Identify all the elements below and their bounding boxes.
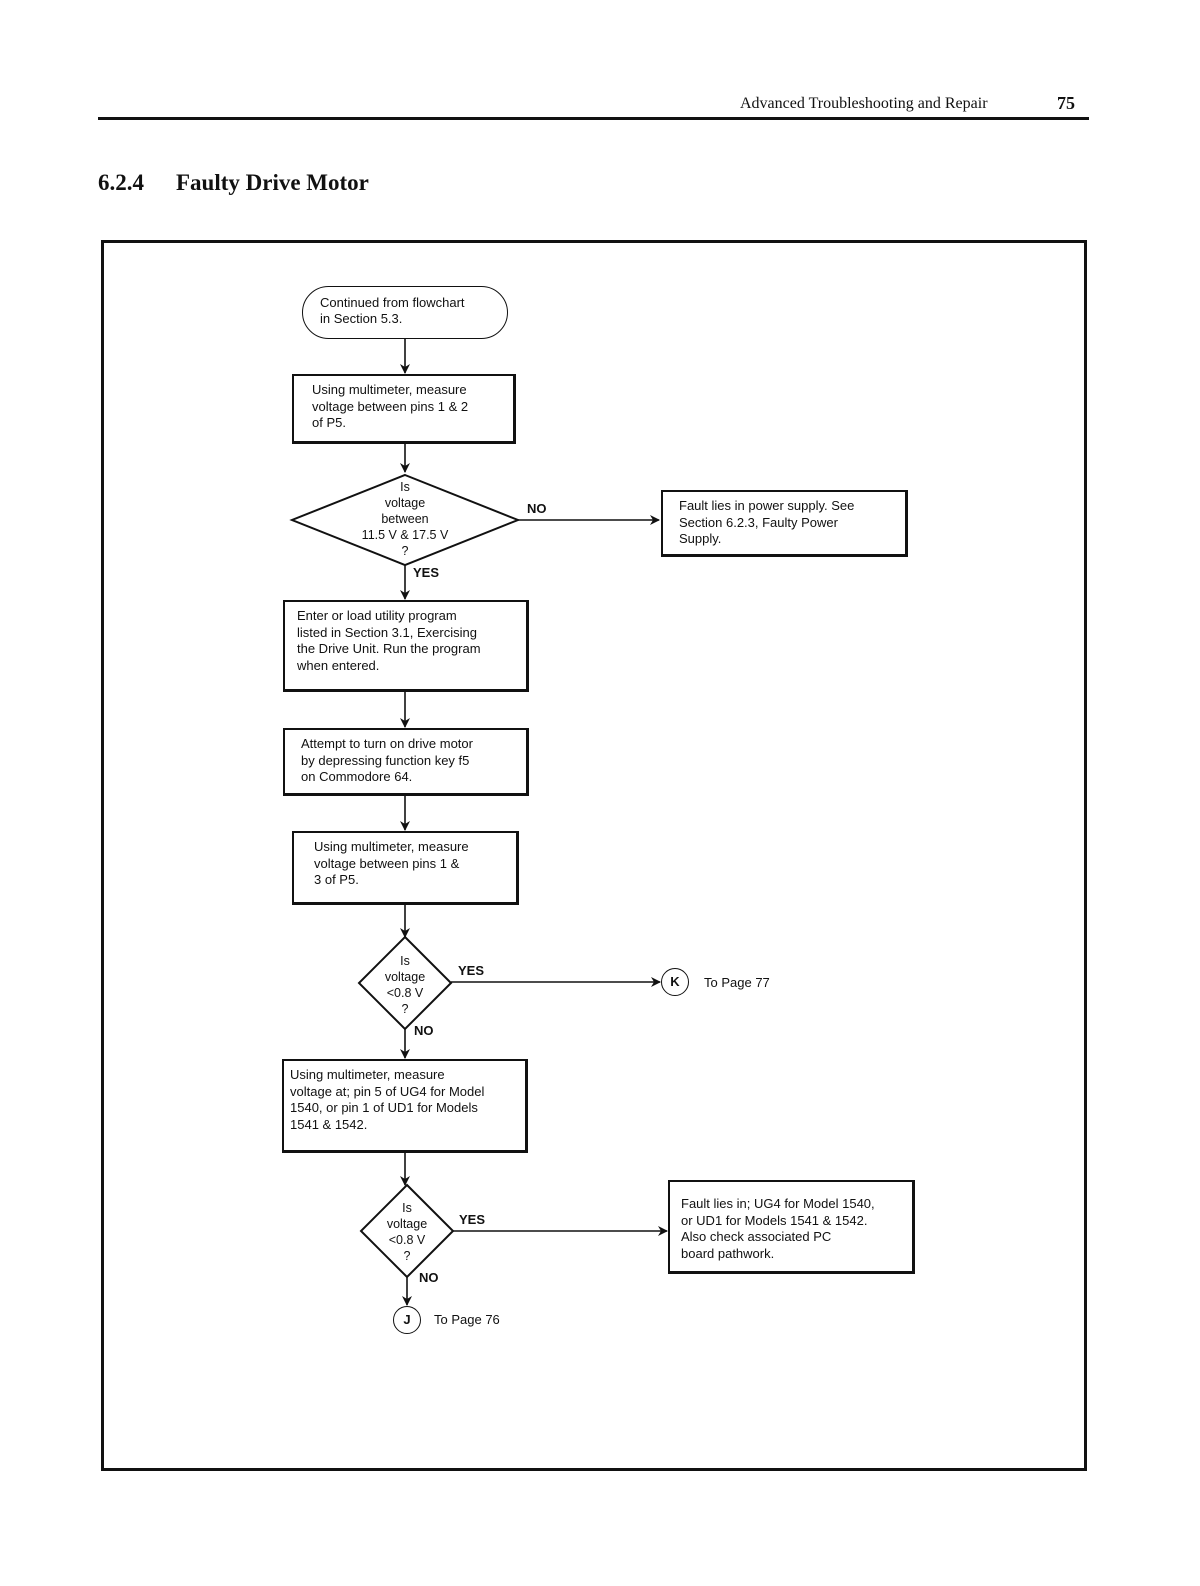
decision-voltage-low-2: Is voltage <0.8 V ? [386,1201,428,1263]
step-utility-program: Enter or load utility program listed in … [283,600,529,692]
step-measure-ug4-ud1: Using multimeter, measure voltage at; pi… [282,1059,528,1153]
label-no-2: NO [414,1023,434,1038]
connector-k: K [661,968,689,996]
start-terminator: Continued from flowchart in Section 5.3. [302,286,508,339]
step-measure-pins-1-3: Using multimeter, measure voltage betwee… [292,831,519,905]
decision-voltage-range: Is voltage between 11.5 V & 17.5 V ? [361,480,449,558]
connector-k-text: To Page 77 [704,975,770,990]
header-rule [98,117,1089,120]
running-header: Advanced Troubleshooting and Repair 75 [740,93,1085,117]
running-title: Advanced Troubleshooting and Repair [740,95,988,112]
label-yes-3: YES [459,1212,486,1227]
label-no-3: NO [419,1270,439,1285]
connector-j-text: To Page 76 [434,1312,500,1327]
step-turn-on-motor: Attempt to turn on drive motor by depres… [283,728,529,796]
label-yes-2: YES [458,963,485,978]
connector-j: J [393,1306,421,1334]
label-yes-1: YES [413,565,440,580]
fault-ug4-ud1-box: Fault lies in; UG4 for Model 1540, or UD… [668,1180,915,1274]
page-number: 75 [1057,93,1075,113]
step-measure-pins-1-2: Using multimeter, measure voltage betwee… [292,374,516,444]
label-no-1: NO [527,501,547,516]
section-heading: 6.2.4 Faulty Drive Motor [98,170,369,196]
section-title: Faulty Drive Motor [176,170,369,195]
flowchart-frame [101,240,1087,1471]
decision-voltage-low-1: Is voltage <0.8 V ? [384,954,426,1016]
fault-power-supply-box: Fault lies in power supply. See Section … [661,490,908,557]
section-number: 6.2.4 [98,170,144,195]
